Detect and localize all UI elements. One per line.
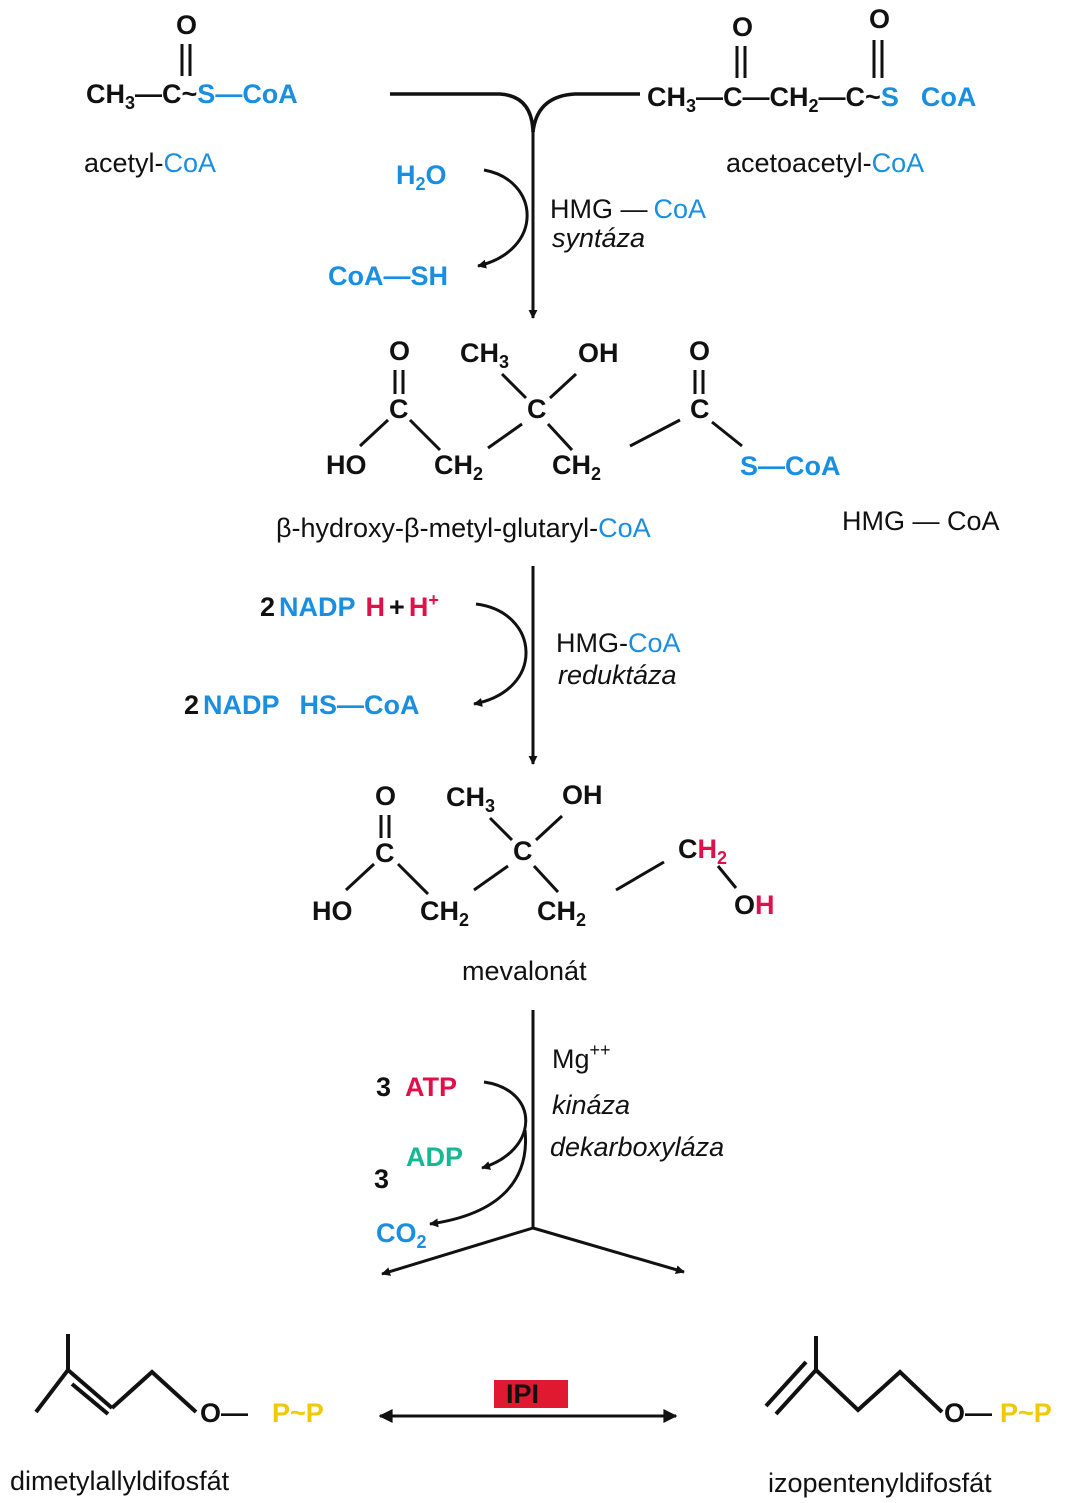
mev-o-left: O [375, 781, 396, 811]
hmg-ch3: CH3 [460, 338, 509, 372]
hmg-c-center: C [527, 394, 547, 424]
step3-branch-left [381, 1226, 534, 1276]
mevalonate-structure: O C HO CH2 C CH3 OH CH2 CH2 OH mevalonát [312, 780, 775, 986]
mev-ho: HO [312, 896, 353, 926]
ipi-label: IPI [506, 1379, 539, 1409]
step3-adp-arrow [481, 1080, 528, 1170]
acetyl-coa-structure: O CH3—C~S—CoA acetyl-CoA [84, 10, 298, 178]
hmg-ch2-a: CH2 [434, 450, 483, 484]
hmg-s-coa: S—CoA [740, 451, 841, 481]
step1-enzyme-name: syntáza [552, 223, 645, 253]
dmapp-name: dimetylallyldifosfát [10, 1466, 230, 1496]
ipp-pp: P~P [1000, 1398, 1052, 1428]
condensation-merge-lines [390, 92, 640, 319]
mev-c-center: C [513, 836, 533, 866]
step2-curved-arrow [473, 602, 528, 707]
acetyl-coa-name: acetyl-CoA [84, 148, 216, 178]
step3-co2: CO2 [376, 1218, 427, 1252]
isomerase-equilibrium: IPI [378, 1379, 678, 1423]
isopentenyl-diphosphate-structure: O— P~P izopentenyldifosfát [764, 1336, 1052, 1498]
step3-adp-coef: 3 [374, 1164, 389, 1194]
hmg-o-left: O [389, 336, 410, 366]
acetyl-carbonyl-o: O [176, 10, 197, 40]
step2-enzyme-line1: HMG-CoA [556, 628, 681, 658]
step3-adp: ADP [406, 1142, 463, 1172]
step1-side-reaction: H2O CoA—SH HMG —CoA syntáza [328, 160, 706, 291]
step3-enzyme-kinase: kináza [552, 1090, 630, 1120]
ipi-box [494, 1380, 568, 1408]
step3-cofactor: Mg++ [552, 1040, 611, 1074]
step1-coa-sh: CoA—SH [328, 261, 448, 291]
hmg-oh: OH [578, 338, 619, 368]
hmg-c-left: C [389, 394, 409, 424]
mev-oh: OH [562, 780, 603, 810]
acetoacetyl-carbonyl-o2: O [869, 4, 890, 34]
step1-enzyme-line1: HMG —CoA [550, 194, 706, 224]
mevalonate-name: mevalonát [462, 956, 587, 986]
step1-water: H2O [396, 160, 447, 194]
dimethylallyl-diphosphate-structure: O— P~P dimetylallyldifosfát [10, 1334, 324, 1496]
mev-ch2-b: CH2 [537, 896, 586, 930]
hmg-coa-name: β-hydroxy-β-metyl-glutaryl-CoA [276, 513, 651, 543]
mev-c-left: C [375, 838, 395, 868]
acetoacetyl-coa-name: acetoacetyl-CoA [726, 148, 924, 178]
hmg-ho: HO [326, 450, 367, 480]
hmg-coa-structure: O C HO CH2 C CH3 OH CH2 O C S—CoA β-hydr… [276, 336, 1000, 543]
ipp-o: O— [944, 1398, 992, 1428]
mev-ch2-a: CH2 [420, 896, 469, 930]
mev-ch3: CH3 [446, 782, 495, 816]
mev-ch2-c: CH2 [678, 834, 727, 868]
hmg-ch2-b: CH2 [552, 450, 601, 484]
mev-terminal-oh: OH [734, 890, 775, 920]
acetyl-formula: CH3—C~S—CoA [86, 79, 298, 113]
step3-co2-arrow [429, 1129, 528, 1228]
step3-branch-right [532, 1226, 685, 1275]
hmg-o-right: O [689, 336, 710, 366]
step2-enzyme-name: reduktáza [558, 660, 677, 690]
dmapp-pp: P~P [272, 1398, 324, 1428]
step3-enzyme-decarboxylase: dekarboxyláza [550, 1132, 724, 1162]
hmg-coa-abbr: HMG — CoA [842, 506, 1000, 536]
step1-curved-arrow [477, 168, 529, 269]
ipp-name: izopentenyldifosfát [768, 1468, 992, 1498]
dmapp-o: O— [200, 1398, 248, 1428]
acetoacetyl-carbonyl-o1: O [732, 12, 753, 42]
hmg-c-right: C [690, 394, 710, 424]
